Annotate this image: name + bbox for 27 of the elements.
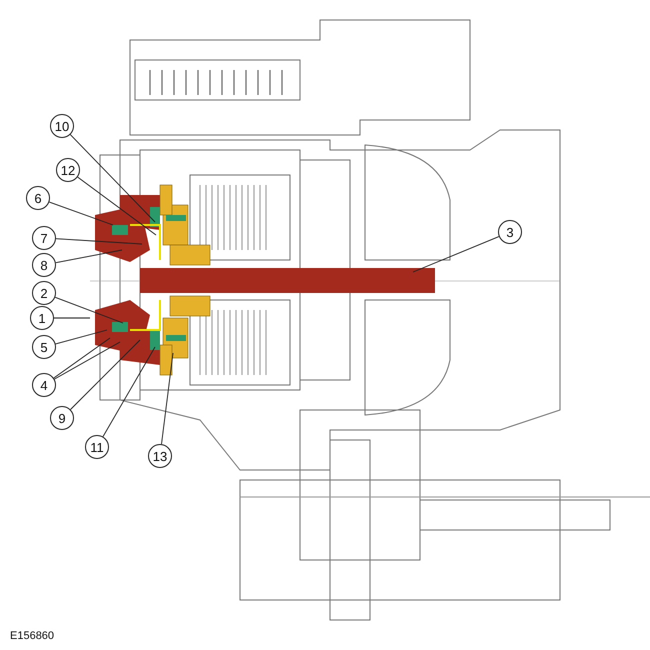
leader-line xyxy=(102,346,156,438)
callout-number: 2 xyxy=(32,281,56,305)
leader-line xyxy=(412,236,500,272)
callout-number: 10 xyxy=(50,114,74,138)
figure-code: E156860 xyxy=(10,630,54,642)
leader-line xyxy=(70,340,140,410)
callout-number: 6 xyxy=(26,186,50,210)
callout-number: 12 xyxy=(56,158,80,182)
leader-line xyxy=(48,202,114,226)
callout-number: 7 xyxy=(32,226,56,250)
leader-line xyxy=(55,330,108,344)
callout-number: 1 xyxy=(30,306,54,330)
leader-line xyxy=(53,338,110,378)
callout-number: 4 xyxy=(32,373,56,397)
callout-number: 5 xyxy=(32,335,56,359)
leader-line xyxy=(56,238,142,244)
leader-line xyxy=(55,250,122,264)
leader-line xyxy=(77,176,156,236)
callout-number: 3 xyxy=(498,220,522,244)
leader-line xyxy=(161,352,174,445)
callout-number: 11 xyxy=(85,435,109,459)
callout-number: 8 xyxy=(32,253,56,277)
leader-line xyxy=(70,134,156,222)
callout-number: 9 xyxy=(50,406,74,430)
leader-line xyxy=(54,342,120,380)
callout-number: 13 xyxy=(148,444,172,468)
leader-line xyxy=(54,296,124,324)
